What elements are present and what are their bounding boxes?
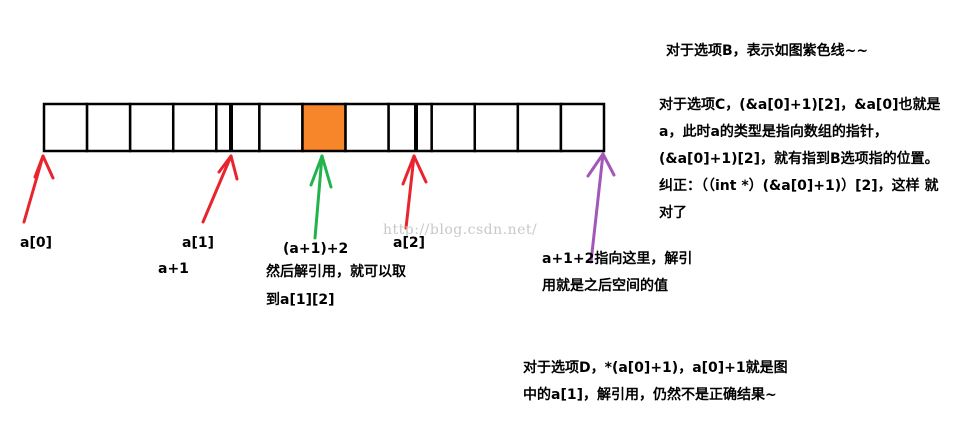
- array-cell: [516, 102, 563, 153]
- a1-plus-2-arrow: [309, 154, 333, 240]
- array-cell: [344, 102, 390, 153]
- a1-arrow: [201, 154, 239, 224]
- note-option-b: 对于选项B，表示如图紫色线~~: [666, 43, 869, 59]
- arrows: [22, 152, 616, 264]
- purple-arrow: [586, 152, 616, 264]
- array-cell: [85, 102, 132, 153]
- watermark: http://blog.csdn.net/: [383, 222, 538, 238]
- array-cell: [42, 102, 89, 153]
- note-option-d: 对于选项D，*(a[0]+1)，a[0]+1就是图中的a[1]，解引用，仍然不是…: [523, 360, 788, 403]
- group-dividers: [229, 104, 418, 151]
- array-cell: [215, 102, 261, 153]
- array-cell: [171, 102, 218, 153]
- array-cell: [387, 102, 433, 153]
- label-a2: a[2]: [393, 235, 425, 251]
- array-cell: [559, 102, 606, 153]
- label-a0: a[0]: [20, 235, 52, 251]
- deref-note-line2: 到a[1][2]: [266, 292, 335, 308]
- array-cell: [430, 102, 477, 153]
- purple-note-line2: 用就是之后空间的值: [542, 278, 668, 294]
- array-cells: [42, 102, 606, 153]
- deref-note-line1: 然后解引用，就可以取: [266, 264, 406, 280]
- array-cell: [128, 102, 175, 153]
- array-cell: [258, 102, 304, 153]
- array-cell: [473, 102, 520, 153]
- purple-note-line1: a+1+2指向这里，解引: [542, 251, 693, 267]
- a2-arrow: [401, 154, 428, 230]
- highlighted-cell: [301, 102, 347, 153]
- note-option-c: 对于选项C，(&a[0]+1)[2]，&a[0]也就是a，此时a的类型是指向数组…: [659, 97, 941, 221]
- label-a-plus-1: a+1: [158, 261, 189, 277]
- a0-arrow: [22, 154, 55, 224]
- label-a1: a[1]: [182, 235, 214, 251]
- label-a1-plus-2: (a+1)+2: [283, 241, 349, 257]
